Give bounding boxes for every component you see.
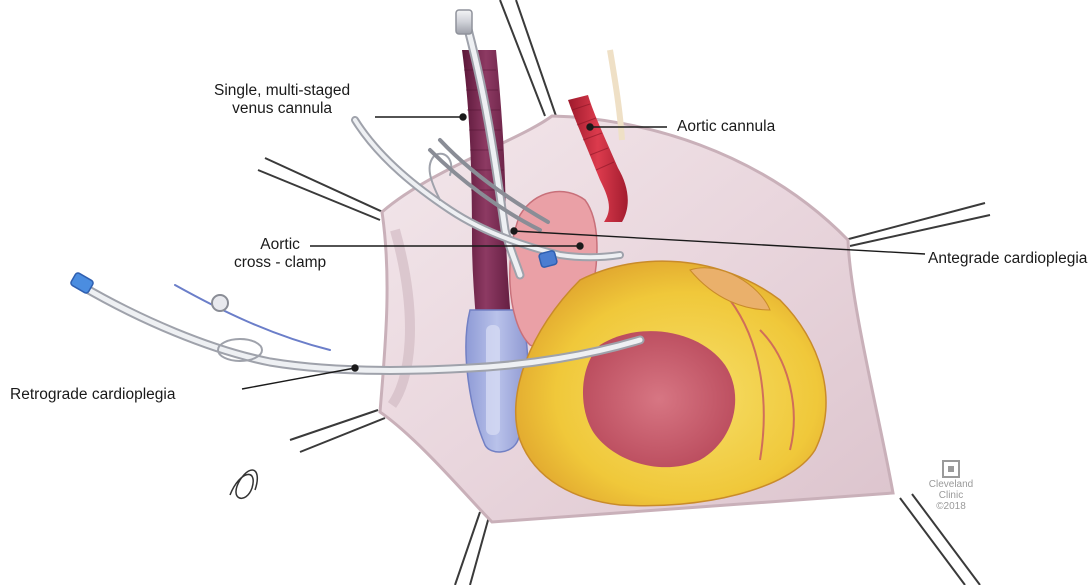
cleveland-clinic-logo: Cleveland Clinic ©2018 bbox=[925, 479, 977, 512]
label-venous-cannula: Single, multi-staged venus cannula bbox=[214, 82, 350, 118]
logo-line2: Clinic bbox=[925, 490, 977, 501]
label-aortic-cross-clamp: Aortic cross - clamp bbox=[234, 236, 326, 272]
label-antegrade-cardioplegia: Antegrade cardioplegia bbox=[928, 250, 1087, 268]
label-venous-cannula-line2: venus cannula bbox=[214, 100, 350, 118]
label-retrograde-cardioplegia: Retrograde cardioplegia bbox=[10, 386, 175, 404]
venous-catheter-tip bbox=[486, 325, 500, 435]
artist-signature bbox=[230, 470, 257, 498]
label-aortic-cross-clamp-line1: Aortic bbox=[234, 236, 326, 254]
logo-line1: Cleveland bbox=[925, 479, 977, 490]
label-venous-cannula-line1: Single, multi-staged bbox=[214, 82, 350, 100]
label-aortic-cannula: Aortic cannula bbox=[677, 118, 775, 136]
label-aortic-cross-clamp-line2: cross - clamp bbox=[234, 254, 326, 272]
logo-year: ©2018 bbox=[925, 501, 977, 512]
cleveland-clinic-logo-mark bbox=[943, 461, 959, 477]
